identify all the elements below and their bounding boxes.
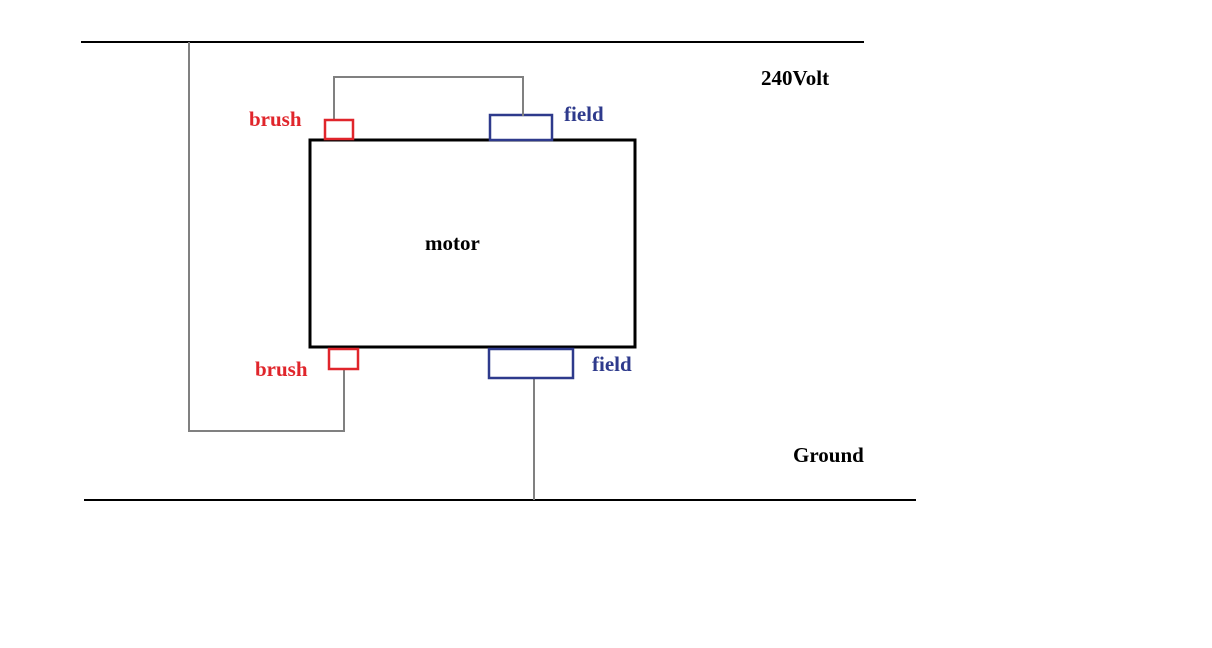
ground-label: Ground	[793, 443, 864, 467]
brush-top-label: brush	[249, 107, 302, 131]
brush-top-terminal	[323, 118, 355, 141]
supply-to-bottom-brush-wire	[188, 42, 345, 432]
field-bottom-label: field	[592, 352, 632, 376]
brush-bottom-terminal	[327, 347, 360, 371]
supply-voltage-label: 240Volt	[761, 66, 830, 90]
motor-body	[308, 138, 637, 349]
brush-bottom-label: brush	[255, 357, 308, 381]
field-bottom-terminal	[487, 347, 575, 380]
field-top-label: field	[564, 102, 604, 126]
field-top-terminal	[488, 113, 554, 142]
motor-label: motor	[425, 231, 480, 255]
